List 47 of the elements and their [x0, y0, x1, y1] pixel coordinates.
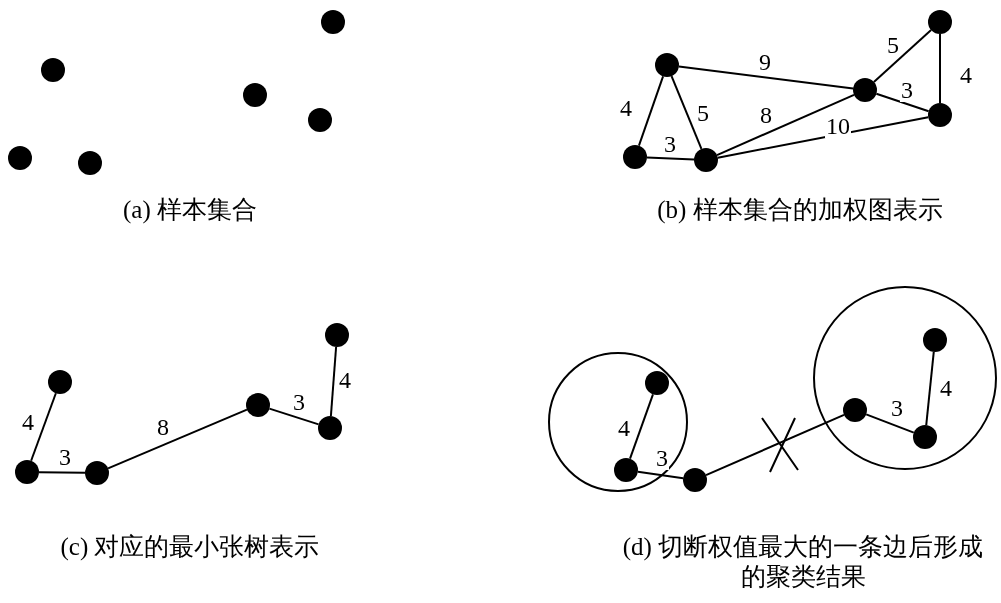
- point-dot: [853, 78, 877, 102]
- point-dot: [318, 416, 342, 440]
- edge-line: [670, 75, 703, 150]
- panel-caption: (a) 样本集合: [122, 195, 258, 225]
- point-dot: [325, 323, 349, 347]
- point-dot: [694, 148, 718, 172]
- point-dot: [655, 53, 679, 77]
- edge-line: [875, 92, 930, 113]
- point-dot: [683, 468, 707, 492]
- point-dot: [48, 370, 72, 394]
- point-dot: [614, 458, 638, 482]
- edge-line: [705, 413, 845, 477]
- edge-line: [939, 33, 941, 104]
- point-dot: [246, 393, 270, 417]
- point-dot: [41, 58, 65, 82]
- edge-line: [637, 75, 665, 147]
- edge-line: [636, 470, 685, 480]
- point-dot: [308, 108, 332, 132]
- edge-line: [38, 471, 86, 474]
- edge-line: [30, 392, 57, 462]
- point-dot: [928, 103, 952, 127]
- point-dot: [623, 145, 647, 169]
- point-dot: [923, 328, 947, 352]
- edge-line: [329, 345, 338, 418]
- point-dot: [243, 83, 267, 107]
- point-dot: [928, 10, 952, 34]
- panel-caption: (d) 切断权值最大的一条边后形成的聚类结果: [621, 532, 985, 592]
- panel-caption: (c) 对应的最小张树表示: [59, 532, 321, 562]
- edge-line: [865, 413, 915, 434]
- edge-line: [716, 93, 855, 157]
- point-dot: [843, 398, 867, 422]
- edge-line: [925, 350, 935, 427]
- panel-caption: (b) 样本集合的加权图表示: [656, 195, 944, 225]
- edge-line: [677, 65, 855, 90]
- point-dot: [15, 460, 39, 484]
- point-dot: [8, 146, 32, 170]
- edge-line: [268, 407, 320, 426]
- point-dot: [78, 151, 102, 175]
- edge-line: [107, 408, 248, 470]
- edge-line: [872, 29, 933, 83]
- edge-line: [716, 116, 930, 159]
- point-dot: [913, 425, 937, 449]
- point-dot: [85, 461, 109, 485]
- edge-line: [646, 156, 695, 161]
- point-dot: [321, 10, 345, 34]
- edge-line: [629, 393, 654, 460]
- point-dot: [645, 371, 669, 395]
